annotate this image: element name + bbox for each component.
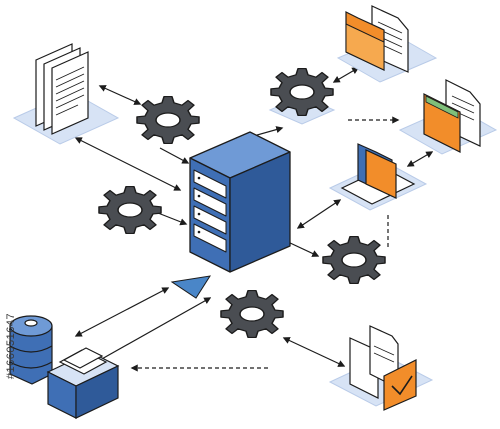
arrow-gear2-server — [157, 212, 188, 226]
arrow-docs-gear — [98, 85, 142, 105]
database-icon — [9, 315, 53, 385]
arrow-gear5-docs — [282, 337, 346, 367]
arrow-gear3-folders — [332, 67, 360, 83]
arrow-box-triangle — [99, 297, 212, 361]
approved-document-icon — [328, 325, 434, 411]
arrow-gear-server — [159, 147, 190, 164]
folder-icon-top-right — [336, 5, 438, 83]
documents-stack-icon — [12, 43, 120, 145]
laptop-folder-icon — [328, 143, 428, 211]
gear-icon-bottom — [220, 289, 284, 339]
server-rack-icon — [189, 131, 291, 273]
triangle-pointer-icon — [170, 275, 212, 299]
folder-icon-right — [398, 79, 498, 155]
gear-icon-left — [98, 185, 162, 235]
arrow-db-triangle — [74, 287, 170, 337]
arrow-docs-server — [74, 137, 182, 191]
gear-icon-top-left — [136, 95, 200, 145]
arrow-server-gear4 — [287, 241, 320, 257]
stock-id-label: #166051647 — [5, 312, 17, 380]
gear-icon-top-center — [268, 67, 336, 125]
arrow-server-laptop — [296, 199, 342, 229]
arrow-laptop-folder — [406, 151, 434, 167]
archive-box-icon — [46, 347, 120, 419]
gear-icon-right — [322, 235, 386, 285]
